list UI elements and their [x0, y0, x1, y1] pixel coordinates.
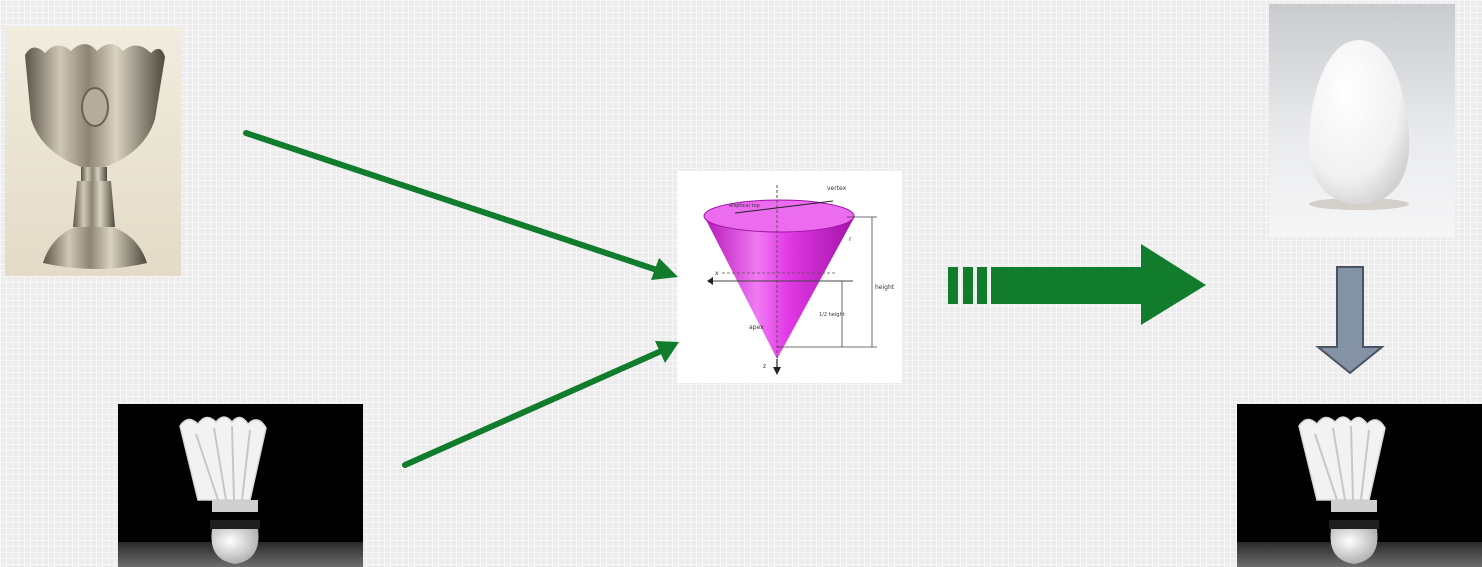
green-arrow-icon	[402, 349, 662, 468]
cone-label-apex: apex	[749, 324, 764, 331]
block-arrow-implies	[948, 244, 1206, 325]
shuttlecock-icon	[1237, 404, 1482, 567]
arrow-from-shuttlecock	[402, 341, 679, 468]
cone-icon: vertex elliptical top x r height 1/2 hei…	[677, 171, 902, 383]
green-arrow-head	[651, 258, 678, 280]
cone-label-half-height: 1/2 height	[819, 312, 845, 318]
green-block-arrow-stripe	[948, 267, 958, 304]
green-block-arrow-stripe	[963, 267, 973, 304]
shuttlecock-icon	[118, 404, 363, 567]
cone-label-vertex: vertex	[827, 185, 847, 192]
cone-label-r: r	[849, 236, 852, 243]
green-arrow-head	[655, 341, 679, 363]
cone-label-top: elliptical top	[729, 203, 760, 209]
cone-label-z: z	[763, 363, 766, 370]
egg-image	[1269, 4, 1455, 237]
cone-diagram: vertex elliptical top x r height 1/2 hei…	[677, 171, 902, 383]
down-arrow	[1315, 266, 1385, 375]
goblet-image	[5, 27, 181, 276]
shuttlecock-image-left	[118, 404, 363, 567]
silver-goblet-icon	[5, 27, 181, 276]
green-arrow-icon	[243, 130, 660, 273]
green-block-arrow-icon	[991, 244, 1206, 325]
arrow-from-goblet	[243, 130, 678, 280]
green-block-arrow-stripe	[977, 267, 987, 304]
down-arrow-icon	[1315, 266, 1385, 375]
cone-label-x: x	[715, 270, 719, 277]
shuttlecock-image-right	[1237, 404, 1482, 567]
egg-icon	[1269, 4, 1455, 237]
cone-label-height: height	[875, 284, 895, 291]
